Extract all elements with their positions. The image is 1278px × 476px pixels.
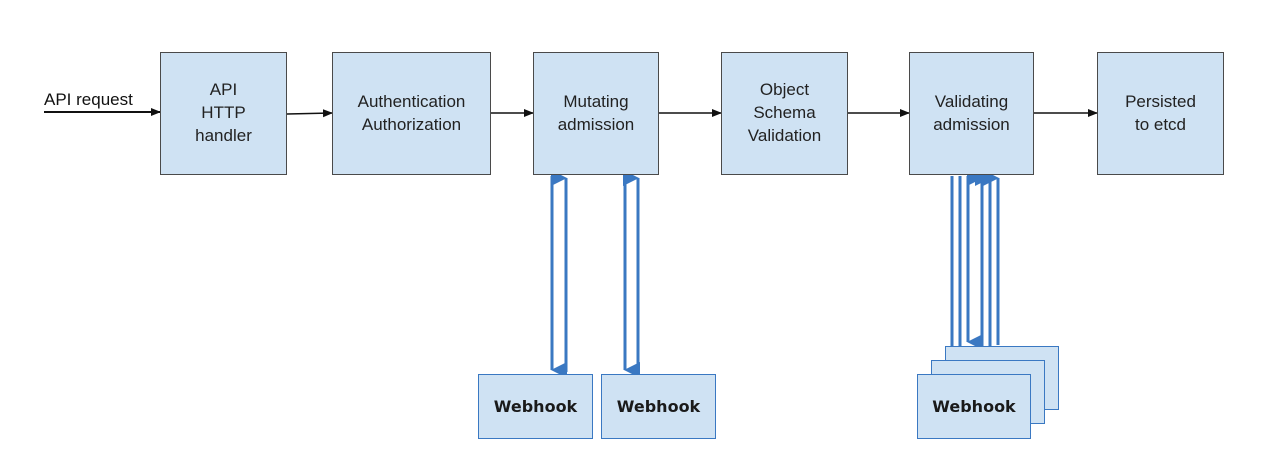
- stage-validating-admission: Validating admission: [909, 52, 1034, 175]
- stage-object-schema-validation: Object Schema Validation: [721, 52, 848, 175]
- stage-validating-label: Validating admission: [933, 91, 1010, 134]
- stage-mutating-label: Mutating admission: [557, 91, 635, 134]
- mutating-webhook-arrows: [550, 170, 640, 378]
- stage-persist-label: Persisted to etcd: [1125, 91, 1196, 134]
- validating-webhook-arrows: [950, 170, 1000, 378]
- stage-mutating-admission: Mutating admission: [533, 52, 659, 175]
- api-request-label: API request: [44, 90, 133, 109]
- arrow-api-to-auth: [286, 109, 333, 118]
- validating-webhook-label: Webhook: [932, 397, 1016, 416]
- mutating-webhook-1-label: Webhook: [493, 397, 578, 416]
- stage-api-label: API HTTP handler: [195, 80, 252, 145]
- mutating-webhook-1: Webhook: [478, 374, 593, 439]
- mutating-webhook-2: Webhook: [601, 374, 716, 439]
- validating-webhook-front: Webhook: [917, 374, 1031, 439]
- mutating-webhook-2-label: Webhook: [616, 397, 701, 416]
- stage-api-http-handler: API HTTP handler: [160, 52, 287, 175]
- stage-schema-label: Object Schema Validation: [747, 80, 822, 145]
- stage-authentication: Authentication Authorization: [332, 52, 491, 175]
- stage-persisted-to-etcd: Persisted to etcd: [1097, 52, 1224, 175]
- stage-auth-label: Authentication Authorization: [357, 91, 466, 134]
